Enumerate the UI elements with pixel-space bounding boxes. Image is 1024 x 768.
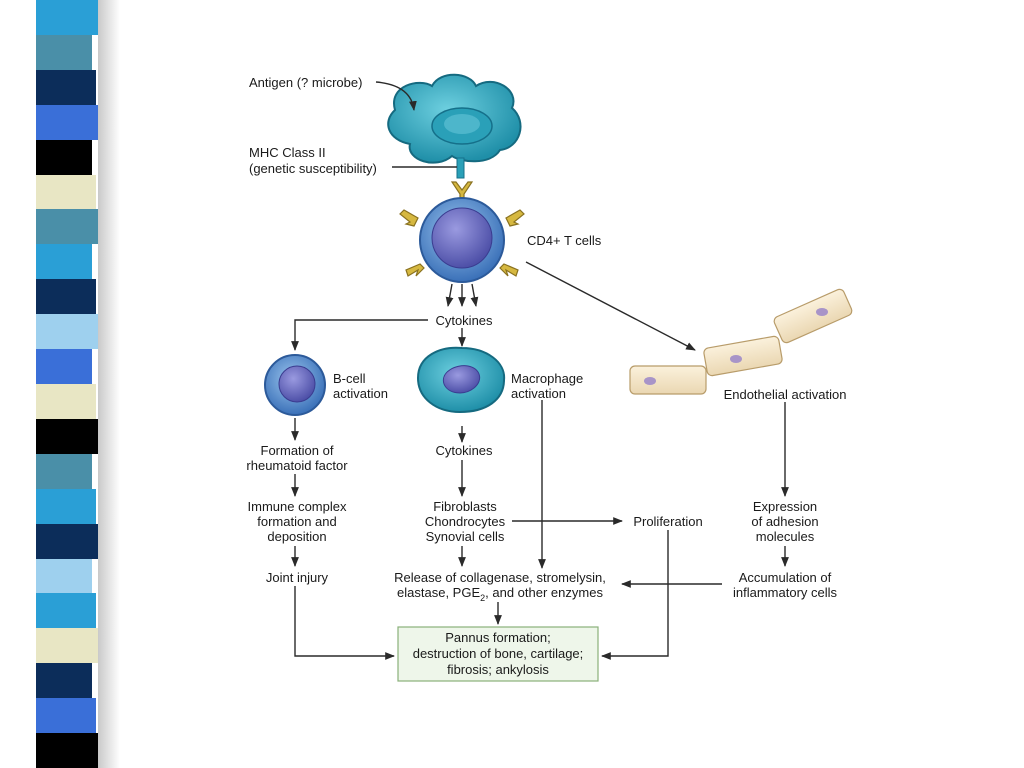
cd4-label: CD4+ T cells — [527, 233, 602, 248]
stripe-segment — [36, 349, 92, 385]
cytokines-mid-label: Cytokines — [435, 443, 493, 458]
joint-injury-label: Joint injury — [266, 570, 329, 585]
stripe-segment — [36, 418, 98, 454]
release-label-line2: elastase, PGE2, and other enzymes — [397, 585, 603, 603]
mhc-label-line2: (genetic susceptibility) — [249, 161, 377, 176]
release-label-part-b: , and other enzymes — [485, 585, 603, 600]
adhesion-label-line3: molecules — [756, 529, 815, 544]
cytokines-top-label: Cytokines — [435, 313, 493, 328]
immune-label-line1: Immune complex — [248, 499, 347, 514]
pannus-label-line1: Pannus formation; — [445, 630, 551, 645]
adhesion-label-line1: Expression — [753, 499, 817, 514]
antigen-presenting-cell — [387, 73, 522, 179]
stripe-segment — [36, 384, 96, 419]
stripe-segment — [36, 244, 92, 280]
stripe-segment — [36, 698, 96, 734]
flow-arrows — [291, 81, 789, 660]
stripe-segment — [36, 453, 92, 489]
macrophage-label-line1: Macrophage — [511, 371, 583, 386]
macrophage-label-line2: activation — [511, 386, 566, 401]
stripe-segment — [36, 279, 96, 315]
immune-label-line2: formation and — [257, 514, 337, 529]
stripe-shadow — [98, 0, 120, 768]
accumulation-label-line2: inflammatory cells — [733, 585, 838, 600]
bcell-label-line1: B-cell — [333, 371, 366, 386]
pannus-label-line3: fibrosis; ankylosis — [447, 662, 549, 677]
bcell-label-line2: activation — [333, 386, 388, 401]
stripe-segment — [36, 104, 98, 140]
accumulation-label-line1: Accumulation of — [739, 570, 832, 585]
stripe-segment — [36, 209, 98, 245]
stripe-segment — [36, 523, 98, 559]
stripe-segment — [36, 34, 92, 70]
stripe-segment — [36, 314, 98, 350]
stripe-segment — [36, 558, 92, 594]
pannus-box — [397, 626, 599, 682]
immune-label-line3: deposition — [267, 529, 326, 544]
stripe-segment — [36, 0, 98, 35]
mhc-label-line1: MHC Class II — [249, 145, 326, 160]
decorative-stripe-bar — [36, 0, 98, 768]
fibro-label-line1: Fibroblasts — [433, 499, 497, 514]
stripe-segment — [36, 69, 96, 105]
b-cell — [264, 354, 326, 416]
macrophage-cell — [416, 346, 506, 414]
pannus-label-line2: destruction of bone, cartilage; — [413, 646, 584, 661]
release-label-subscript: 2 — [480, 593, 485, 603]
antigen-label: Antigen (? microbe) — [249, 75, 362, 90]
stripe-segment — [36, 593, 96, 629]
stripe-segment — [36, 663, 92, 699]
stripe-segment — [36, 488, 96, 524]
rf-label-line1: Formation of — [261, 443, 334, 458]
stripe-segment — [36, 174, 96, 210]
stripe-segment — [36, 139, 92, 175]
release-label-part-a: elastase, PGE — [397, 585, 480, 600]
adhesion-label-line2: of adhesion — [751, 514, 818, 529]
stripe-segment — [36, 628, 98, 664]
endothelial-cells — [629, 288, 853, 395]
rf-label-line2: rheumatoid factor — [246, 458, 348, 473]
release-label-line1: Release of collagenase, stromelysin, — [394, 570, 606, 585]
fibro-label-line3: Synovial cells — [426, 529, 505, 544]
cd4-t-cell — [399, 197, 525, 283]
proliferation-label: Proliferation — [633, 514, 702, 529]
stripe-segment — [36, 733, 98, 768]
endothelial-label: Endothelial activation — [724, 387, 847, 402]
fibro-label-line2: Chondrocytes — [425, 514, 506, 529]
